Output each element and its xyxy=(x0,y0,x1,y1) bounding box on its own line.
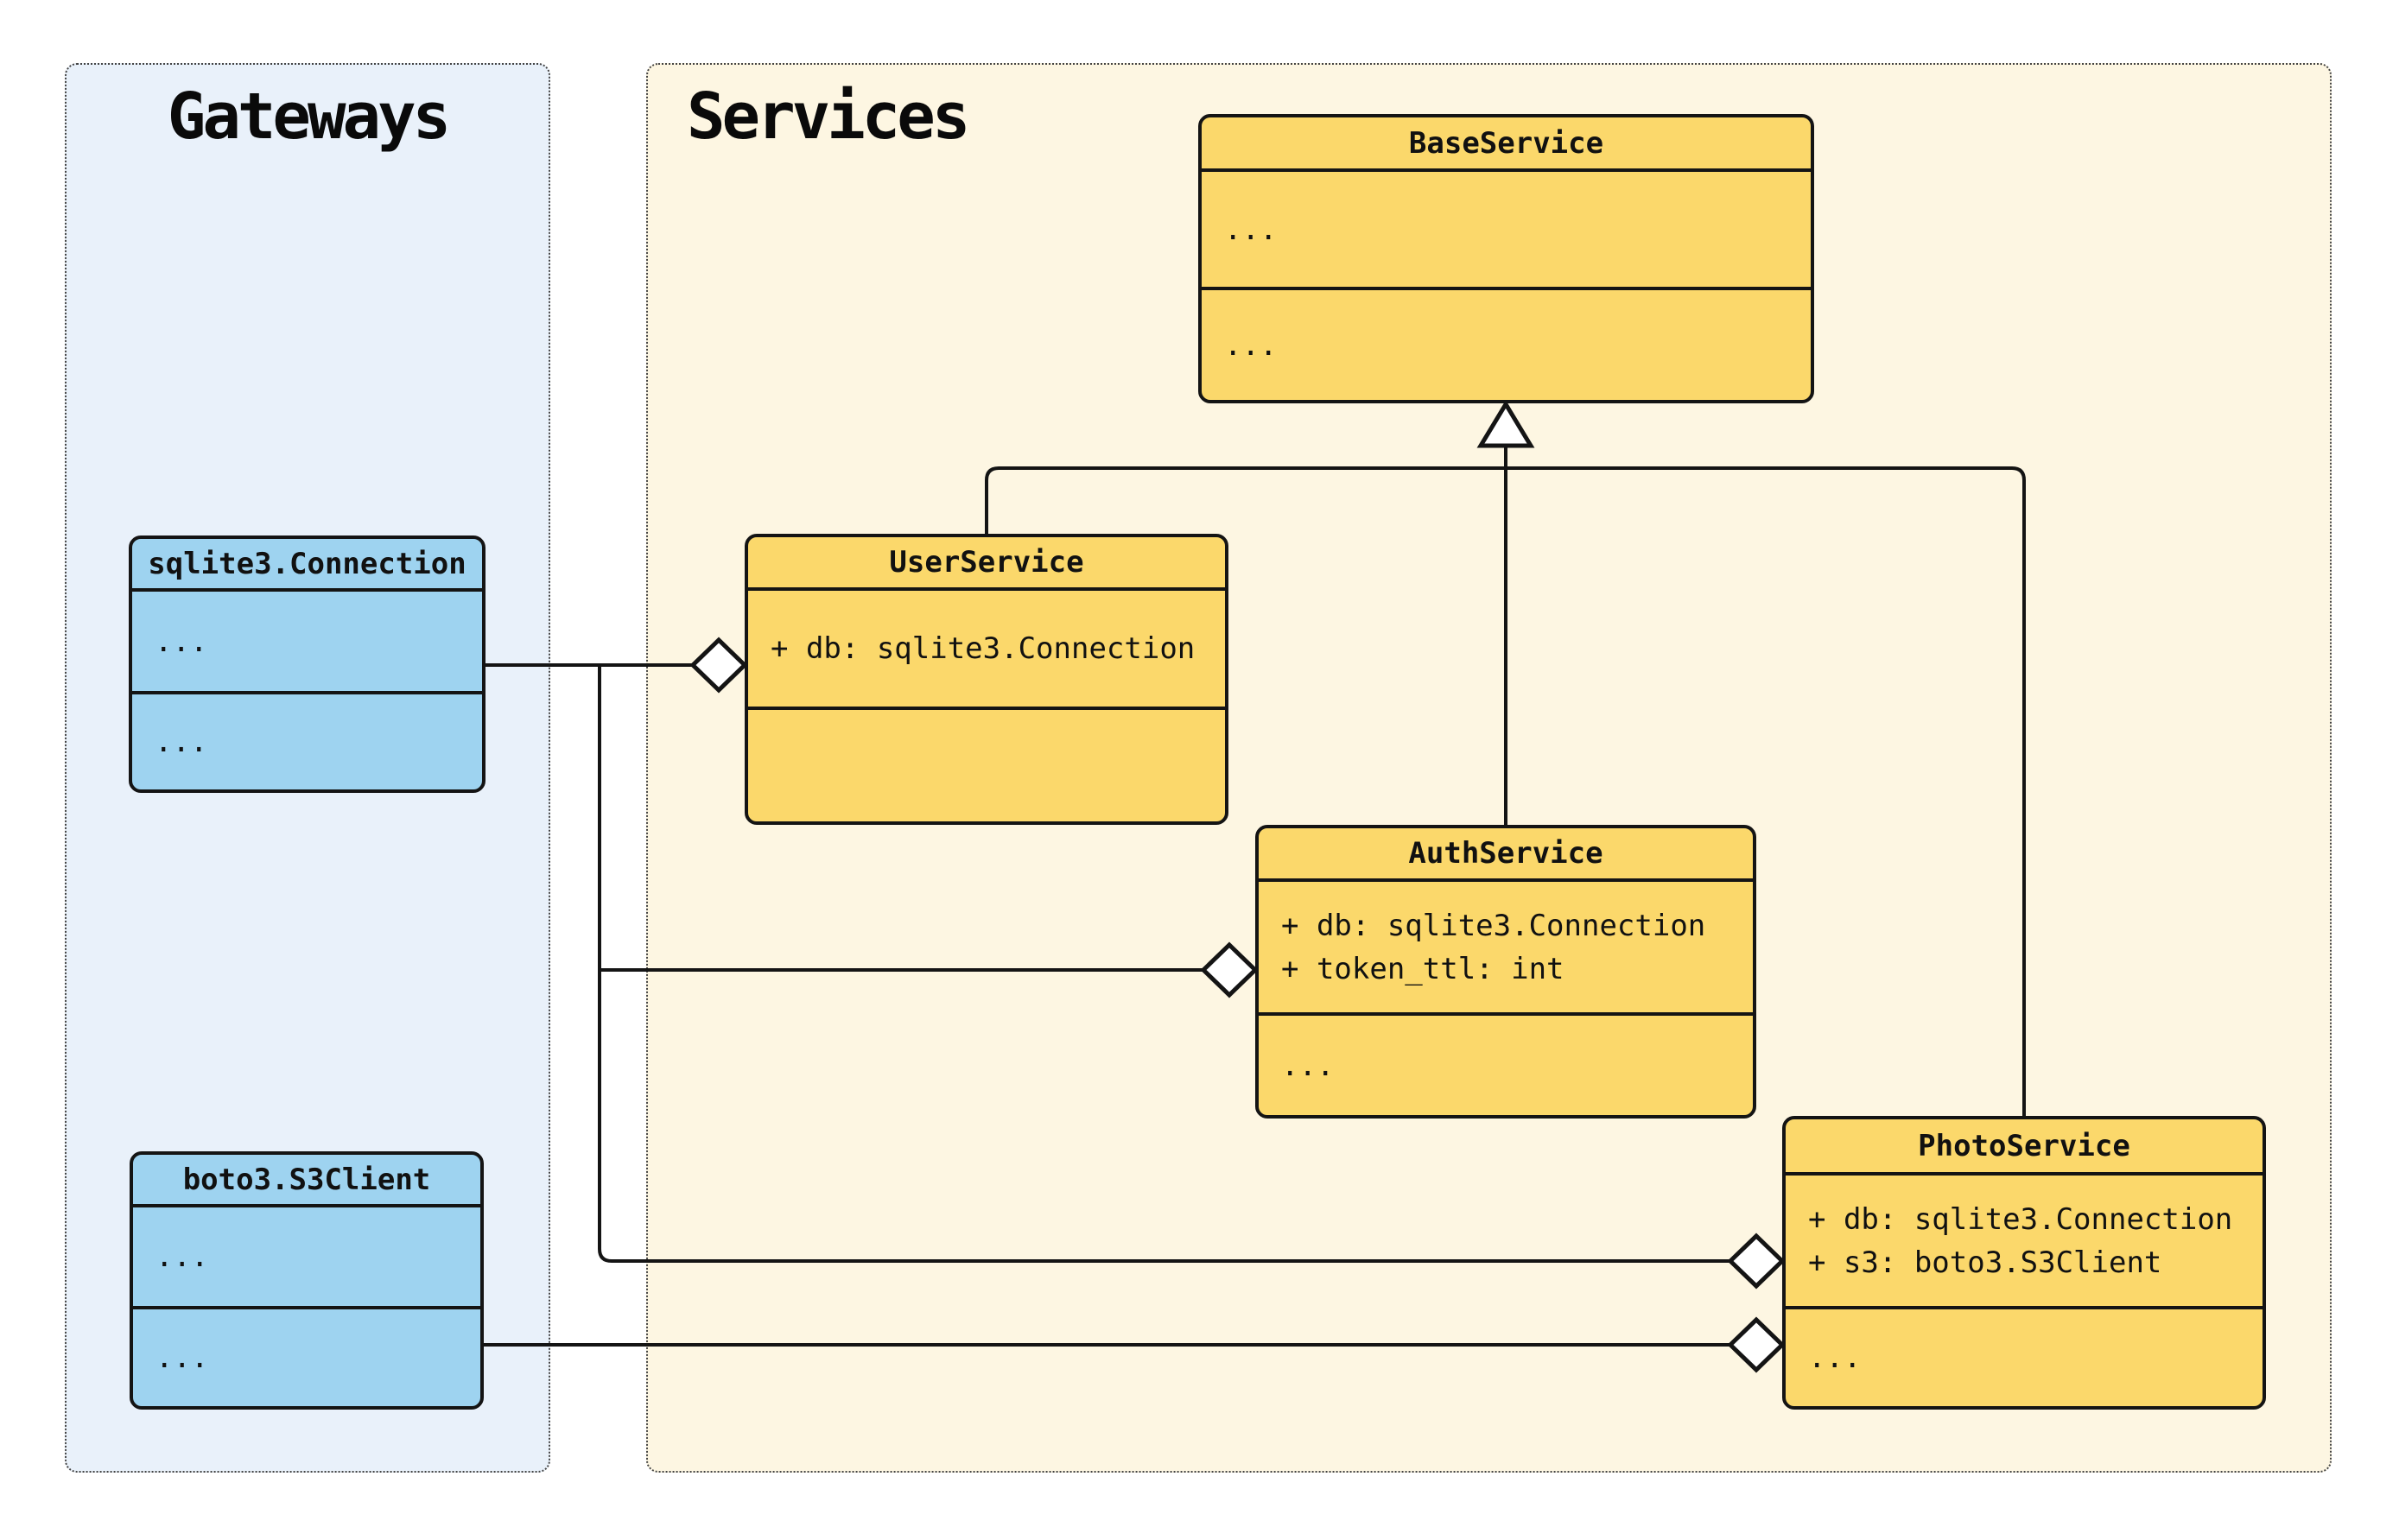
method-line: ... xyxy=(1224,327,1278,363)
class-box-authservice[interactable]: AuthService + db: sqlite3.Connection + t… xyxy=(1255,825,1756,1119)
attribute-line: + s3: boto3.S3Client xyxy=(1808,1245,2162,1280)
class-methods: ... xyxy=(1202,287,1811,400)
class-attributes: ... xyxy=(133,1204,480,1306)
method-line: ... xyxy=(1281,1048,1335,1083)
class-attributes: + db: sqlite3.Connection + s3: boto3.S3C… xyxy=(1786,1172,2263,1306)
method-line: ... xyxy=(155,1340,209,1375)
class-title: UserService xyxy=(889,545,1084,580)
group-title-services: Services xyxy=(687,79,970,154)
class-title: AuthService xyxy=(1408,836,1603,871)
attribute-line: + db: sqlite3.Connection xyxy=(1281,908,1706,943)
composition-diamond-icon-photoservice-db xyxy=(1727,1233,1786,1290)
attribute-line: + db: sqlite3.Connection xyxy=(771,631,1196,666)
class-methods: ... xyxy=(133,1306,480,1406)
class-attributes: ... xyxy=(1202,168,1811,287)
composition-diamond-icon-photoservice-s3 xyxy=(1727,1316,1786,1373)
class-methods xyxy=(748,707,1225,821)
method-line: ... xyxy=(155,725,208,759)
attribute-line: + token_ttl: int xyxy=(1281,951,1564,986)
attribute-line: + db: sqlite3.Connection xyxy=(1808,1201,2233,1237)
class-methods: ... xyxy=(1259,1012,1753,1115)
class-attributes: + db: sqlite3.Connection + token_ttl: in… xyxy=(1259,878,1753,1012)
inheritance-triangle-icon xyxy=(1476,400,1535,448)
class-title: PhotoService xyxy=(1918,1128,2130,1163)
class-box-sqlite3-connection[interactable]: sqlite3.Connection ... ... xyxy=(129,536,486,793)
class-attributes: + db: sqlite3.Connection xyxy=(748,587,1225,707)
class-methods: ... xyxy=(1786,1306,2263,1406)
composition-diamond-icon-authservice xyxy=(1200,941,1259,998)
class-box-userservice[interactable]: UserService + db: sqlite3.Connection xyxy=(745,534,1228,825)
method-line: ... xyxy=(1808,1340,1862,1375)
class-title: boto3.S3Client xyxy=(182,1162,431,1197)
attribute-line: ... xyxy=(155,1239,209,1274)
class-methods: ... xyxy=(132,691,482,789)
class-title: BaseService xyxy=(1408,125,1604,161)
attribute-line: ... xyxy=(155,624,208,659)
class-box-photoservice[interactable]: PhotoService + db: sqlite3.Connection + … xyxy=(1782,1116,2266,1410)
attribute-line: ... xyxy=(1224,212,1278,247)
composition-edge-sqlite-photoservice xyxy=(598,665,1730,1263)
inheritance-edge-bus xyxy=(985,466,2026,1116)
composition-diamond-icon-userservice xyxy=(689,637,748,694)
class-box-boto3-s3client[interactable]: boto3.S3Client ... ... xyxy=(130,1151,484,1410)
class-title: sqlite3.Connection xyxy=(148,546,466,581)
group-title-gateways: Gateways xyxy=(167,79,451,154)
class-box-baseservice[interactable]: BaseService ... ... xyxy=(1198,114,1814,403)
class-attributes: ... xyxy=(132,588,482,691)
